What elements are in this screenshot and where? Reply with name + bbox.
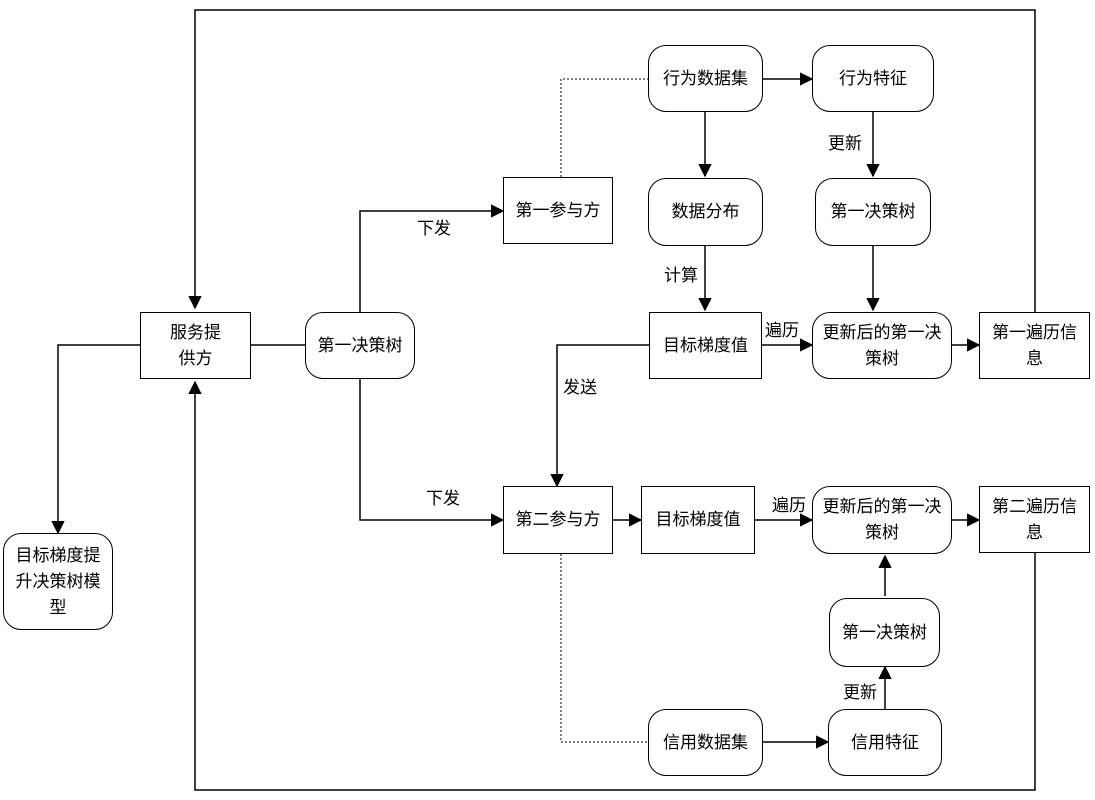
target-gradient-bottom-node: 目标梯度值: [641, 486, 755, 554]
compute-label: 计算: [664, 266, 698, 286]
credit-feature-node: 信用特征: [828, 709, 942, 776]
behavior-dataset-label: 行为数据集: [663, 68, 748, 89]
service-provider-node: 服务提供方: [140, 312, 251, 379]
target-gradient-top-node: 目标梯度值: [649, 312, 762, 379]
first-decision-tree-top-node: 第一决策树: [815, 178, 931, 246]
behavior-feature-node: 行为特征: [812, 45, 934, 112]
dotted-link-second: [560, 554, 648, 743]
traverse-top-label: 遍历: [765, 321, 799, 341]
first-traversal-info-node: 第一遍历信息: [979, 312, 1090, 379]
credit-feature-label: 信用特征: [851, 732, 919, 753]
update-bottom-label: 更新: [843, 683, 877, 703]
update-top-label: 更新: [828, 134, 862, 154]
dotted-link-first: [560, 78, 648, 177]
edge-send: [550, 344, 649, 488]
first-participant-label: 第一参与方: [515, 200, 601, 221]
feedback-loop-top: [188, 9, 1036, 312]
updated-tree-bottom-node: 更新后的第一决策树: [812, 486, 952, 554]
second-traversal-info-node: 第二遍历信息: [979, 486, 1090, 553]
first-decision-tree-top-label: 第一决策树: [830, 202, 916, 222]
data-distribution-node: 数据分布: [648, 178, 763, 246]
service-provider-label: 服务提供方: [170, 322, 221, 369]
edge-provider-to-model: [51, 344, 140, 535]
credit-dataset-node: 信用数据集: [648, 709, 763, 776]
edge-dispatch-second: [359, 379, 505, 527]
gbdt-model-label: 目标梯度提升决策树模型: [15, 545, 101, 618]
first-participant-node: 第一参与方: [503, 177, 613, 244]
updated-tree-bottom-label: 更新后的第一决策树: [822, 497, 942, 543]
behavior-dataset-node: 行为数据集: [648, 45, 763, 112]
first-decision-tree-center-label: 第一决策树: [317, 335, 403, 356]
feedback-loop-bottom: [188, 380, 1036, 791]
data-distribution-label: 数据分布: [671, 202, 740, 222]
first-traversal-info-label: 第一遍历信息: [992, 322, 1077, 369]
first-decision-tree-bottom-node: 第一决策树: [829, 598, 940, 667]
first-decision-tree-center-node: 第一决策树: [305, 312, 415, 379]
dispatch-bottom-label: 下发: [426, 489, 460, 509]
dispatch-top-label: 下发: [417, 219, 451, 239]
target-gradient-top-label: 目标梯度值: [663, 335, 748, 356]
behavior-feature-label: 行为特征: [839, 68, 907, 89]
second-participant-label: 第二参与方: [515, 510, 601, 530]
gbdt-model-node: 目标梯度提升决策树模型: [3, 533, 113, 630]
traverse-bottom-label: 遍历: [772, 496, 806, 516]
first-decision-tree-bottom-label: 第一决策树: [842, 622, 927, 643]
credit-dataset-label: 信用数据集: [663, 732, 748, 753]
send-label: 发送: [563, 378, 597, 398]
updated-tree-top-label: 更新后的第一决策树: [822, 322, 942, 369]
edge-dispatch-first: [359, 204, 505, 312]
second-traversal-info-label: 第二遍历信息: [992, 496, 1077, 543]
second-participant-node: 第二参与方: [503, 486, 613, 554]
updated-tree-top-node: 更新后的第一决策树: [812, 312, 952, 379]
target-gradient-bottom-label: 目标梯度值: [655, 510, 741, 530]
